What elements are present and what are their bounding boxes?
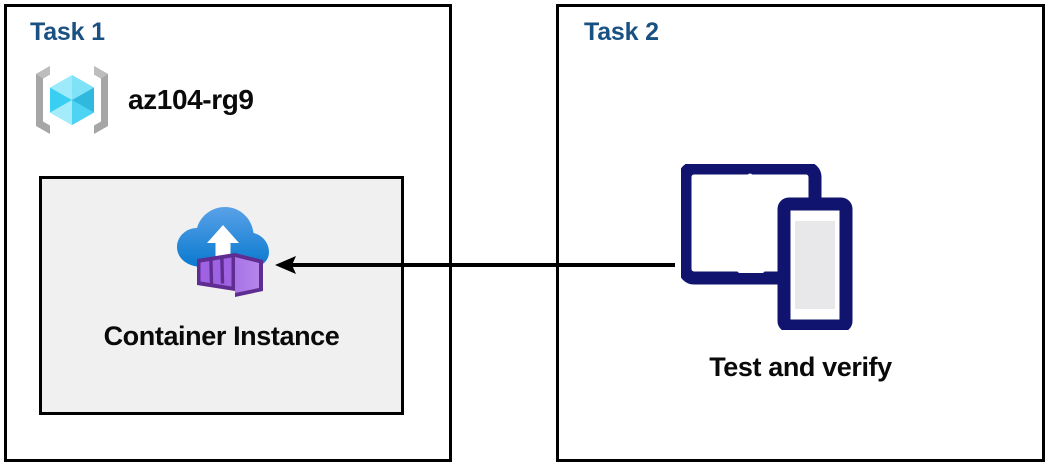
task-2-panel: [556, 4, 1045, 462]
tablet-and-phone-icon: [681, 164, 853, 330]
container-instance-label: Container Instance: [103, 321, 340, 351]
test-and-verify-label: Test and verify: [709, 352, 892, 382]
task-1-panel: [4, 4, 452, 462]
resource-group-row: az104-rg9: [32, 62, 254, 138]
azure-resource-group-icon: [36, 66, 108, 134]
resource-group-label: az104-rg9: [128, 84, 254, 115]
test-to-container-arrow: [275, 256, 675, 274]
container-instance-card: Container Instance: [39, 176, 404, 415]
task-1-title: Task 1: [30, 18, 105, 46]
task-2-title: Task 2: [584, 18, 659, 46]
azure-container-instance-icon: [176, 207, 269, 297]
